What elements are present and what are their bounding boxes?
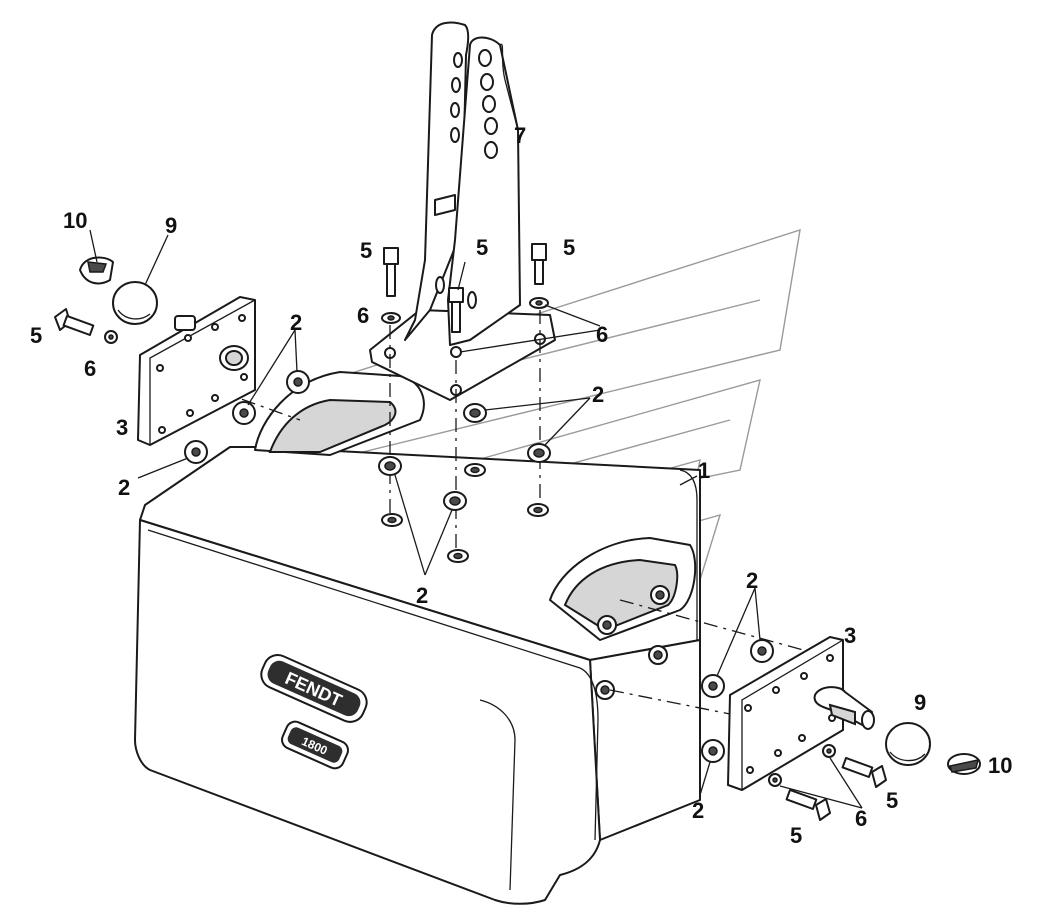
callout-6: 6 <box>855 806 867 831</box>
callout-1: 1 <box>698 458 710 483</box>
callout-5: 5 <box>30 323 42 348</box>
ballast-weight-body <box>134 371 701 905</box>
callout-2: 2 <box>118 475 130 500</box>
callout-5: 5 <box>790 823 802 848</box>
callout-2: 2 <box>592 382 604 407</box>
callout-2: 2 <box>692 798 704 823</box>
callout-5: 5 <box>563 235 575 260</box>
callout-6: 6 <box>596 322 608 347</box>
left-side-plate <box>137 296 256 446</box>
callout-9: 9 <box>914 690 926 715</box>
right-spacers <box>701 639 774 763</box>
callout-10: 10 <box>63 208 87 233</box>
callout-9: 9 <box>165 213 177 238</box>
right-ball-and-clip <box>768 722 981 821</box>
leader-lines <box>89 229 863 809</box>
callout-3: 3 <box>844 623 856 648</box>
callout-5: 5 <box>886 788 898 813</box>
callout-6: 6 <box>357 303 369 328</box>
callout-labels: 7 10 9 5 5 5 6 6 5 6 2 3 2 2 1 2 2 3 9 1… <box>30 123 1012 848</box>
callout-5: 5 <box>360 238 372 263</box>
right-side-plate <box>727 636 875 791</box>
callout-7: 7 <box>514 123 526 148</box>
callout-2: 2 <box>746 568 758 593</box>
callout-5: 5 <box>476 235 488 260</box>
callout-2: 2 <box>416 583 428 608</box>
weight-code-plate: 1800 <box>281 720 349 770</box>
top-mounting-bracket <box>369 21 556 401</box>
top-spacers <box>378 403 551 563</box>
left-ball-and-clip <box>54 256 158 344</box>
top-bolts <box>381 243 549 333</box>
callout-2: 2 <box>290 310 302 335</box>
callout-10: 10 <box>988 753 1012 778</box>
callout-6: 6 <box>84 356 96 381</box>
left-spacers <box>184 370 310 464</box>
callout-3: 3 <box>116 415 128 440</box>
fendt-badge: FENDT <box>260 654 368 723</box>
